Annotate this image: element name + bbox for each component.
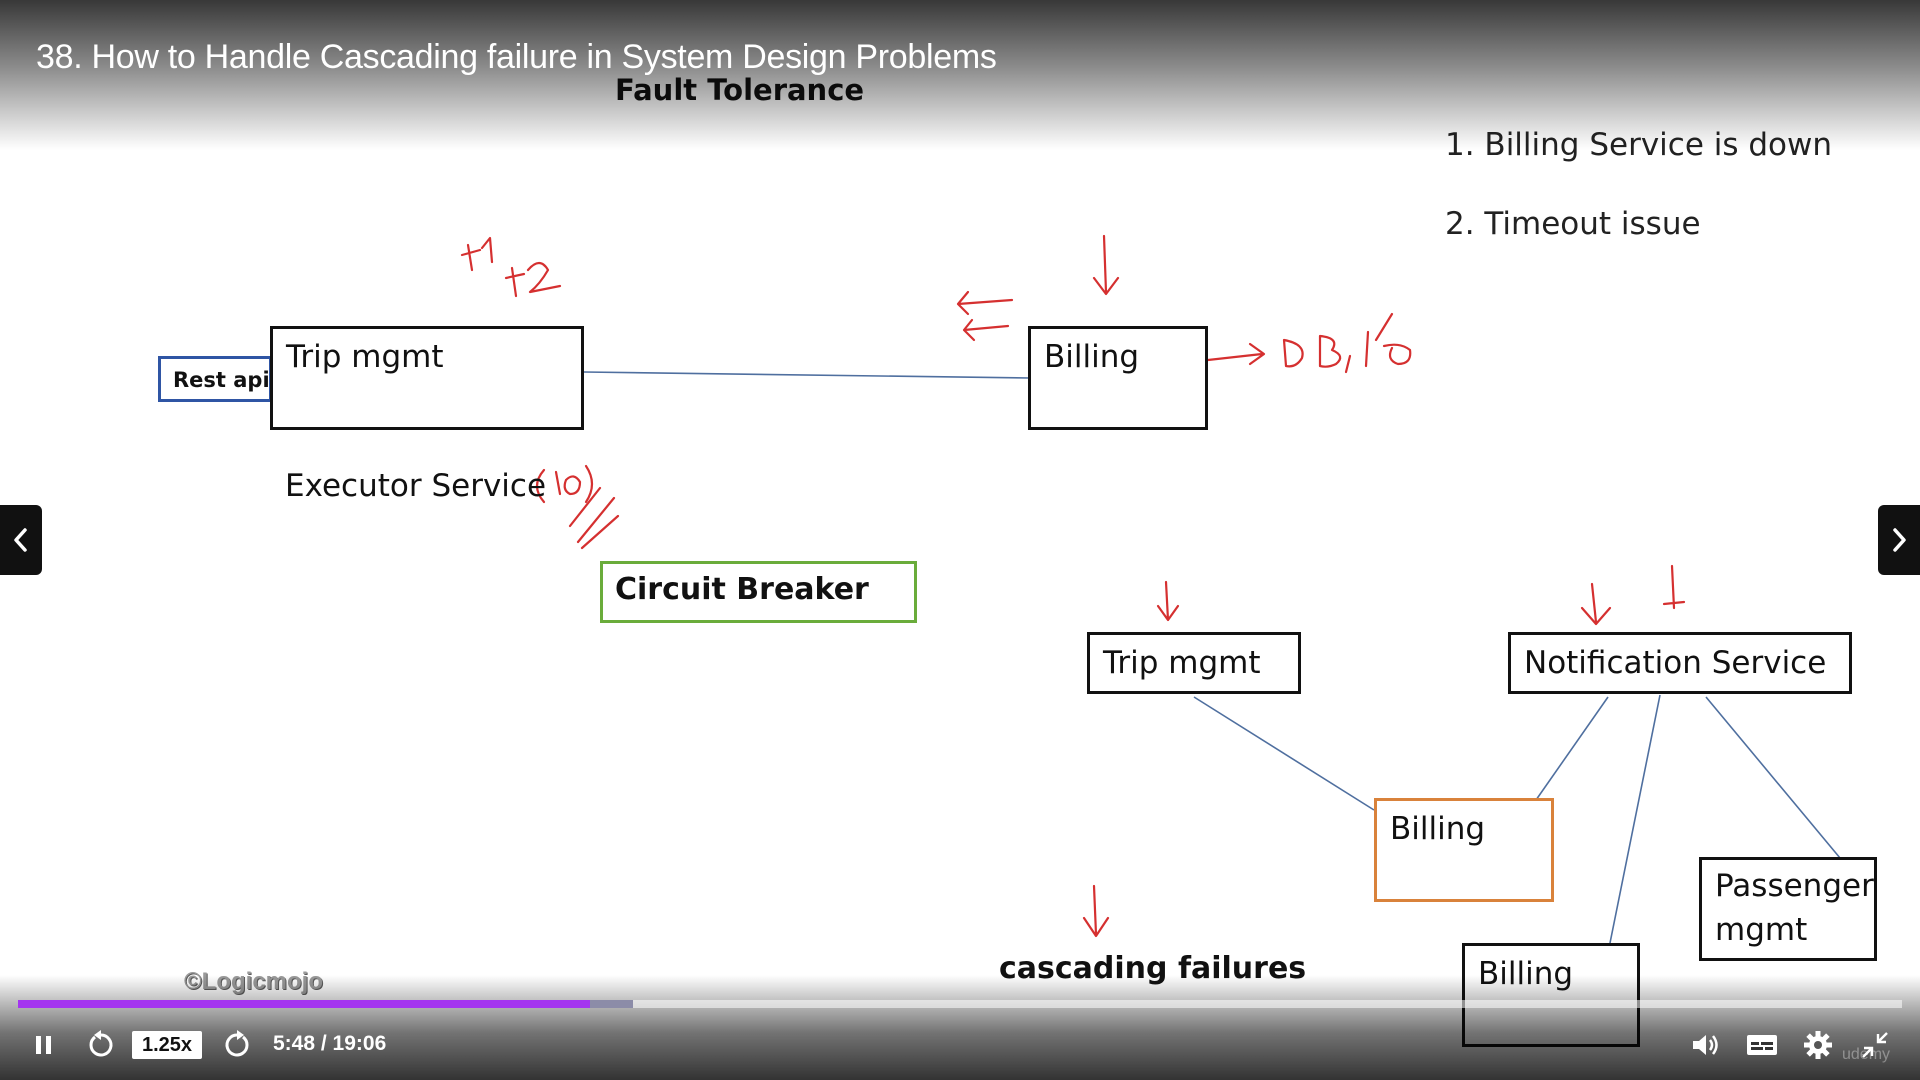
connector-line xyxy=(583,371,1031,379)
passenger-mgmt-box: Passenger mgmt xyxy=(1699,857,1877,961)
lecture-title: 38. How to Handle Cascading failure in S… xyxy=(36,38,997,76)
progress-bar[interactable] xyxy=(18,1000,1902,1008)
box-label: Trip mgmt xyxy=(1103,645,1261,681)
exit-fullscreen-icon xyxy=(1862,1032,1888,1058)
box-label: Circuit Breaker xyxy=(615,572,869,607)
connector-line xyxy=(1535,696,1609,801)
annotation-mark xyxy=(460,236,494,272)
captions-button[interactable] xyxy=(1744,1028,1780,1062)
progress-played xyxy=(18,1000,590,1008)
settings-icon xyxy=(1804,1031,1832,1059)
issue-item: 1. Billing Service is down xyxy=(1445,127,1833,163)
annotation-mark xyxy=(554,470,582,496)
box-label: Billing xyxy=(1390,811,1486,847)
slide-title: Fault Tolerance xyxy=(615,73,865,107)
annotation-mark xyxy=(1364,312,1412,368)
chevron-right-icon xyxy=(1893,528,1906,552)
issue-item: 2. Timeout issue xyxy=(1445,206,1701,242)
annotation-mark xyxy=(1344,354,1352,374)
annotation-mark xyxy=(1580,582,1612,626)
annotation-mark xyxy=(584,464,594,504)
rewind-button[interactable] xyxy=(84,1028,118,1062)
next-lecture-button[interactable] xyxy=(1878,505,1920,575)
controls-overlay xyxy=(0,975,1920,1080)
connector-line xyxy=(1193,696,1375,811)
executor-service-label: Executor Service xyxy=(285,468,547,504)
annotation-mark xyxy=(1156,580,1180,622)
rest-api-box: Rest api xyxy=(158,356,272,402)
annotation-mark xyxy=(1662,564,1686,610)
volume-icon xyxy=(1693,1035,1718,1055)
previous-lecture-button[interactable] xyxy=(0,505,42,575)
pause-icon xyxy=(36,1036,51,1054)
connector-line xyxy=(1609,694,1661,944)
playback-speed-button[interactable]: 1.25x xyxy=(132,1031,203,1059)
trip-mgmt-box: Trip mgmt xyxy=(1087,632,1301,694)
connector-line xyxy=(1705,696,1841,859)
annotation-mark xyxy=(1092,234,1120,296)
forward-button[interactable] xyxy=(220,1028,254,1062)
annotation-mark xyxy=(504,261,562,298)
captions-icon xyxy=(1747,1035,1777,1055)
annotation-mark xyxy=(568,486,620,550)
volume-button[interactable] xyxy=(1688,1028,1724,1062)
rewind-icon xyxy=(89,1030,113,1057)
chevron-left-icon xyxy=(14,528,27,552)
trip-mgmt-box: Trip mgmt xyxy=(270,326,584,430)
annotation-mark xyxy=(1282,338,1304,368)
box-label: Notification Service xyxy=(1524,645,1827,681)
box-label: Billing xyxy=(1044,339,1140,375)
billing-box: Billing xyxy=(1028,326,1208,430)
pause-button[interactable] xyxy=(28,1028,60,1062)
box-label: Passenger xyxy=(1715,868,1874,904)
circuit-breaker-box: Circuit Breaker xyxy=(600,561,917,623)
box-label: Rest api xyxy=(173,368,270,392)
settings-button[interactable] xyxy=(1800,1028,1836,1062)
time-display: 5:48 / 19:06 xyxy=(273,1032,387,1055)
box-label: Trip mgmt xyxy=(286,339,444,375)
annotation-mark xyxy=(1318,334,1342,368)
annotation-mark xyxy=(1206,342,1266,366)
billing-box-highlighted: Billing xyxy=(1374,798,1554,902)
exit-fullscreen-button[interactable] xyxy=(1858,1028,1892,1062)
notification-service-box: Notification Service xyxy=(1508,632,1852,694)
forward-icon xyxy=(225,1030,249,1057)
box-label: mgmt xyxy=(1715,912,1808,948)
annotation-mark xyxy=(956,290,1014,342)
annotation-mark xyxy=(1082,884,1110,938)
udemy-tag: udemy xyxy=(1842,1046,1891,1063)
